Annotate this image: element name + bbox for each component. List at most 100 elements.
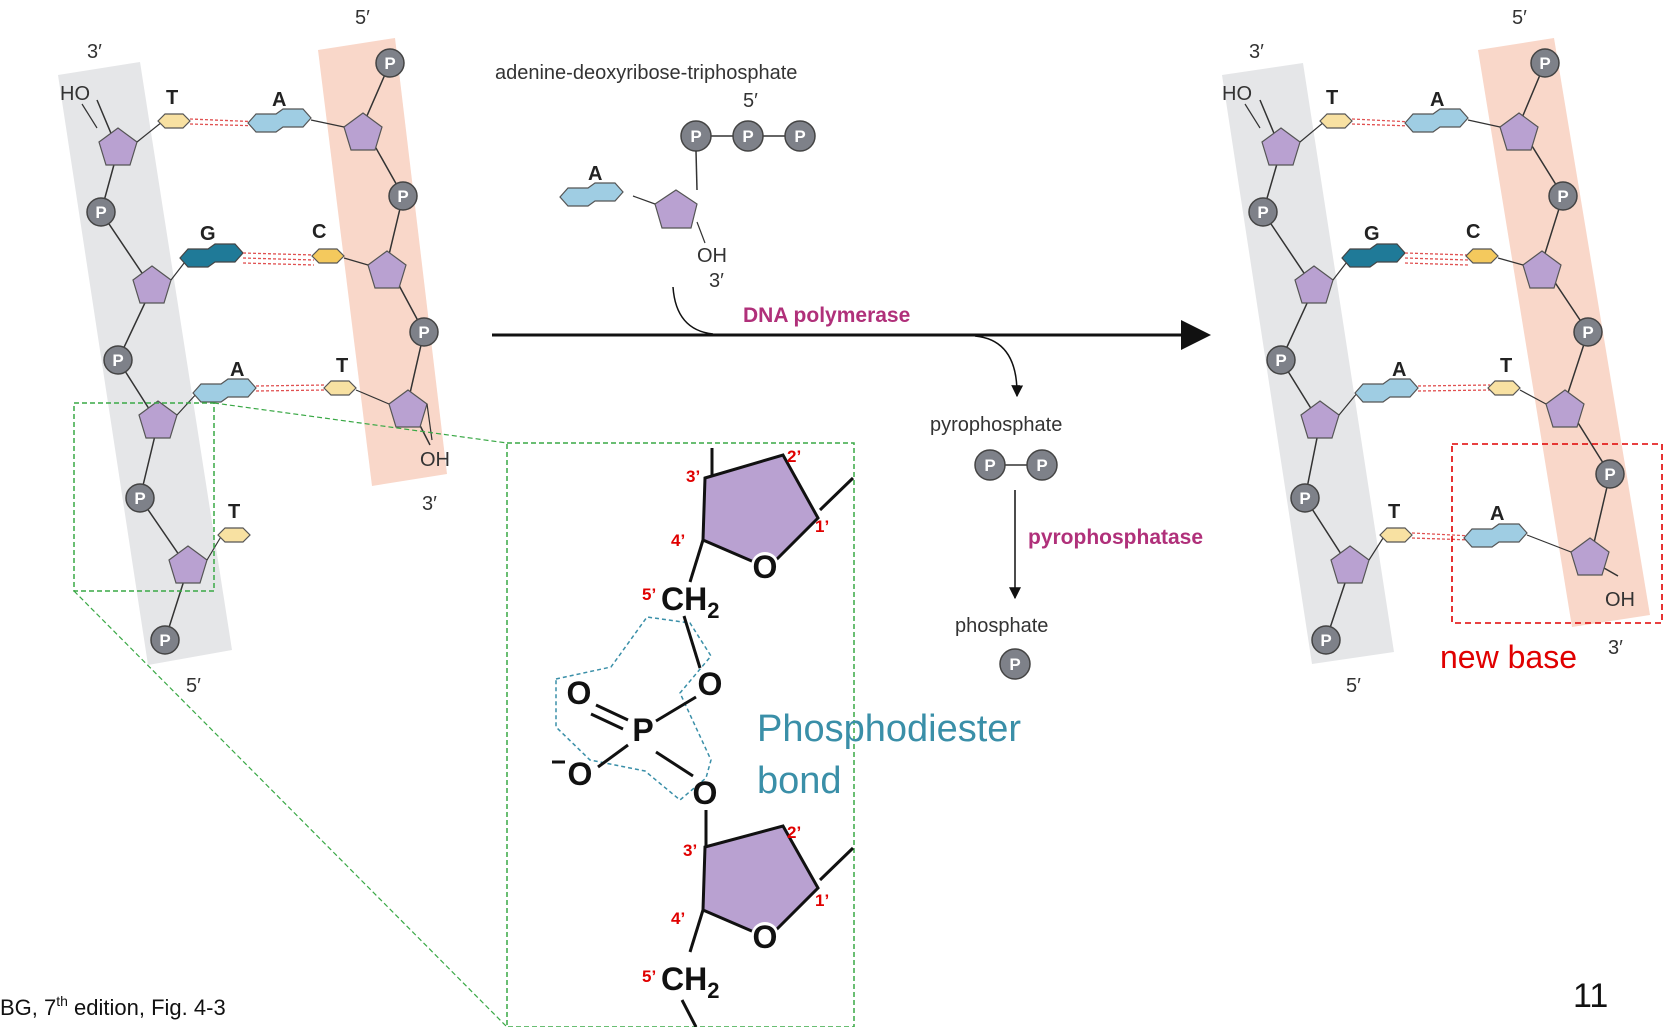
carbon-1: 1’ xyxy=(815,517,829,536)
base-label: C xyxy=(312,221,326,243)
dna-polymerase-label: DNA polymerase xyxy=(743,304,910,327)
sugar xyxy=(1570,537,1610,576)
oxygen-upper: O xyxy=(698,666,723,702)
oxygen-lower: O xyxy=(693,775,718,811)
left-dna-structure: P P P P P P P T A G C A T xyxy=(58,7,450,697)
carbon-5: 5’ xyxy=(642,967,656,986)
right-dna-structure: P P P P P P P P T A G C A T xyxy=(1222,7,1663,697)
base-t xyxy=(1487,380,1521,396)
svg-text:P: P xyxy=(794,127,805,146)
phosphate: P xyxy=(974,449,1006,481)
substrate-oh: OH xyxy=(697,245,727,267)
base-label: A xyxy=(1430,89,1444,111)
substrate-five-prime: 5′ xyxy=(743,90,758,112)
phosphate-label: P xyxy=(418,323,429,342)
ho-label: HO xyxy=(60,83,90,105)
sugar xyxy=(138,400,178,439)
phosphate-label: phosphate xyxy=(955,615,1048,637)
new-five-prime: 5′ xyxy=(355,7,370,29)
phosphate-label: P xyxy=(384,54,395,73)
base-label: T xyxy=(166,87,178,109)
phosphate: P xyxy=(409,317,439,347)
base-label: T xyxy=(1326,87,1338,109)
carbon-4: 4’ xyxy=(671,909,685,928)
substrate-three-prime: 3′ xyxy=(709,270,724,292)
base-a xyxy=(192,378,257,403)
new-base-highlight-box xyxy=(1451,443,1663,624)
sugar xyxy=(168,545,208,584)
base-c xyxy=(1465,248,1499,264)
phosphate: P xyxy=(125,483,155,513)
sugar xyxy=(1300,400,1340,439)
base-label: T xyxy=(1500,355,1512,377)
phosphate: P xyxy=(999,648,1031,680)
base-t xyxy=(1319,113,1353,129)
phosphate: P xyxy=(375,48,405,78)
base-a xyxy=(1404,108,1469,133)
phosphate: P xyxy=(680,120,712,152)
base-t xyxy=(217,527,251,543)
carbon-5: 5’ xyxy=(642,585,656,604)
sugar xyxy=(343,112,383,151)
sugar-ring xyxy=(701,453,820,570)
phosphate: P xyxy=(1530,48,1560,78)
figure-citation: BG, 7th edition, Fig. 4-3 xyxy=(0,993,226,1020)
ho-label: HO xyxy=(1222,83,1252,105)
svg-text:P: P xyxy=(1299,489,1310,508)
phosphate-label: P xyxy=(397,187,408,206)
svg-text:P: P xyxy=(1275,351,1286,370)
substrate-datp: adenine-deoxyribose-triphosphate 5′ P P … xyxy=(495,62,816,292)
reaction-arrows: DNA polymerase pyrophosphate P P pyropho… xyxy=(492,286,1211,680)
base-t xyxy=(1379,527,1413,543)
carbon-4: 4’ xyxy=(671,531,685,550)
ring-oxygen: O xyxy=(753,919,778,955)
base-g xyxy=(179,243,244,268)
phosphate: P xyxy=(150,625,180,655)
carbon-2: 2’ xyxy=(787,447,801,466)
oxygen-double: O xyxy=(567,675,592,711)
base-label: A xyxy=(1490,503,1504,525)
base-a xyxy=(247,108,312,133)
sugar xyxy=(654,189,698,229)
svg-text:P: P xyxy=(690,127,701,146)
template-five-prime: 5′ xyxy=(1346,675,1361,697)
template-three-prime: 3′ xyxy=(1249,41,1264,63)
base-t xyxy=(157,113,191,129)
carbon-2: 2’ xyxy=(787,823,801,842)
ch2-group: CH2 xyxy=(661,961,719,1003)
svg-text:P: P xyxy=(984,456,995,475)
phosphodiester-label: Phosphodiester xyxy=(757,708,1021,750)
svg-text:P: P xyxy=(1257,203,1268,222)
slide-number: 11 xyxy=(1573,977,1608,1015)
phosphate: P xyxy=(1290,483,1320,513)
phosphate-label: P xyxy=(134,489,145,508)
base-label: A xyxy=(230,359,244,381)
base-label: A xyxy=(272,89,286,111)
carbon-3: 3’ xyxy=(686,467,700,486)
ring-oxygen: O xyxy=(753,549,778,585)
phosphate: P xyxy=(1026,449,1058,481)
phosphate: P xyxy=(1311,625,1341,655)
sugar xyxy=(132,265,172,304)
phosphate-label: P xyxy=(95,203,106,222)
phosphate: P xyxy=(388,181,418,211)
sugar xyxy=(1545,389,1585,428)
zoom-inset-chemistry: O 3’ 2’ 1’ 4’ 5’ CH2 O P O O O Phosphodi… xyxy=(552,447,1021,1027)
pyrophosphate-label: pyrophosphate xyxy=(930,414,1062,436)
sugar xyxy=(1522,250,1562,289)
new-three-prime: 3′ xyxy=(1608,637,1623,659)
svg-text:P: P xyxy=(1582,323,1593,342)
phosphate: P xyxy=(1548,181,1578,211)
carbon-1: 1’ xyxy=(815,891,829,910)
sugar xyxy=(1499,112,1539,151)
phosphate: P xyxy=(1595,459,1625,489)
sugar-ring xyxy=(701,824,820,940)
oh-label: OH xyxy=(420,449,450,471)
phosphate: P xyxy=(86,197,116,227)
base-g xyxy=(1341,243,1406,268)
sugar xyxy=(1330,545,1370,584)
svg-text:P: P xyxy=(1604,465,1615,484)
phosphorus-atom: P xyxy=(632,712,653,748)
template-strand-band xyxy=(1222,63,1394,664)
